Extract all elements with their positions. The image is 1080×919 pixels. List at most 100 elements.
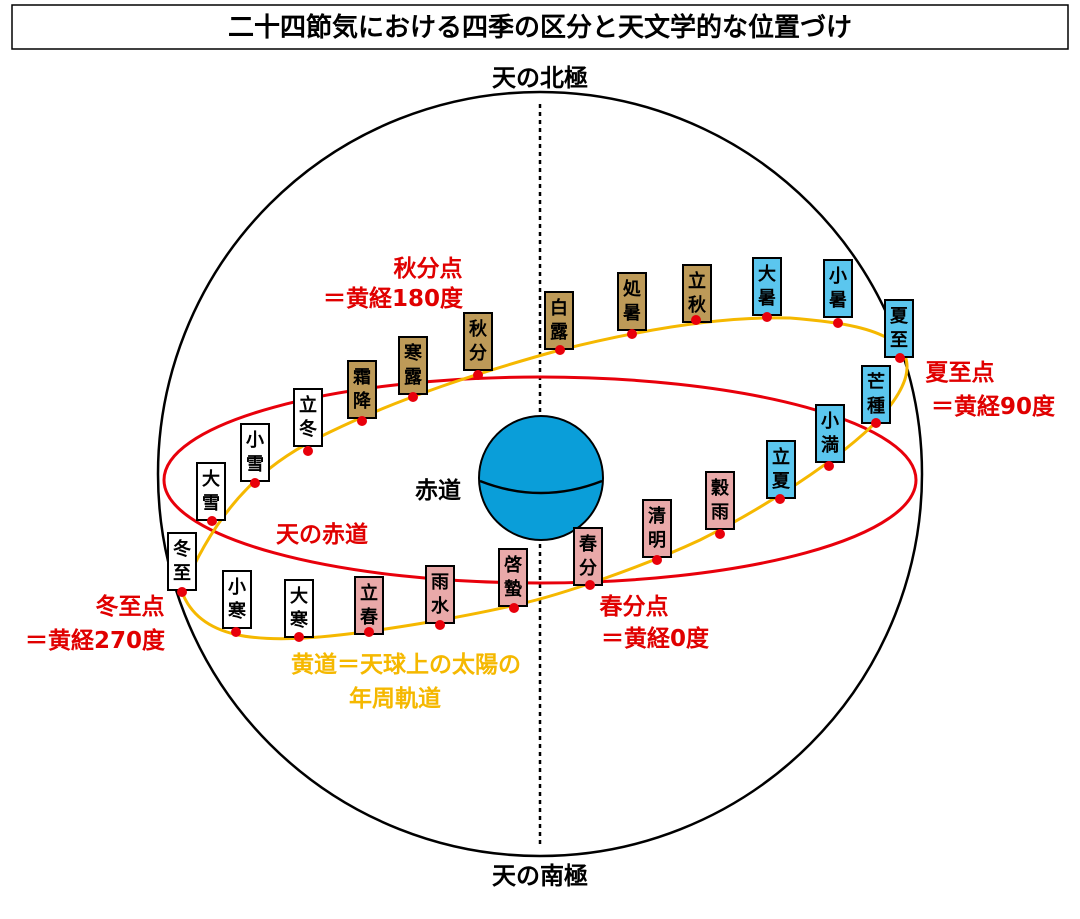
solar-term-point	[294, 632, 304, 642]
solar-term-char: 暑	[829, 290, 847, 311]
solar-term-point	[473, 370, 483, 380]
solar-term-point	[509, 603, 519, 613]
solar-term-point	[715, 529, 725, 539]
solar-term-char: 小	[829, 266, 847, 287]
solar-term-box	[284, 579, 314, 638]
autumn-equinox-label-2: ＝黄経180度	[323, 285, 464, 312]
solar-term-char: 大	[202, 468, 220, 490]
solar-term-char: 立	[299, 394, 317, 416]
solar-term-char: 白	[550, 297, 568, 319]
solar-term-point	[824, 461, 834, 471]
winter-solstice-label-1: 冬至点	[96, 593, 165, 620]
ecliptic-label-1: 黄道＝天球上の太陽の	[291, 651, 521, 678]
solar-term-char: 暑	[623, 303, 641, 324]
spring-equinox-label-1: 春分点	[599, 594, 669, 620]
solar-term-4: 立夏	[766, 440, 796, 504]
solar-term-10: 立秋	[682, 264, 712, 325]
ecliptic-label-2: 年周軌道	[349, 685, 441, 712]
solar-term-7: 夏至	[884, 299, 914, 363]
south-pole-label: 天の南極	[492, 862, 588, 890]
solar-term-9: 大暑	[752, 257, 782, 322]
solar-term-char: 霜	[352, 367, 371, 388]
solar-term-point	[895, 353, 905, 363]
solar-term-char: 満	[821, 434, 839, 456]
solar-term-box	[642, 499, 672, 558]
earth-equator-label: 赤道	[415, 477, 461, 504]
solar-term-point	[833, 318, 843, 328]
solar-term-23: 雨水	[425, 565, 455, 630]
solar-term-char: 至	[890, 330, 908, 351]
solar-term-point	[435, 620, 445, 630]
solar-term-char: 夏	[890, 306, 909, 327]
solar-term-point	[231, 627, 241, 637]
solar-term-box	[823, 259, 853, 318]
solar-term-1: 春分	[573, 527, 603, 590]
solar-term-char: 明	[648, 530, 666, 551]
solar-term-point	[691, 315, 701, 325]
summer-solstice-label-1: 夏至点	[926, 360, 995, 386]
solar-term-char: 冬	[299, 418, 317, 440]
earth-globe	[478, 415, 604, 541]
solar-term-char: 寒	[227, 600, 247, 622]
solar-term-char: 芒	[867, 371, 885, 393]
solar-term-char: 寒	[289, 609, 309, 631]
ecliptic-path	[180, 316, 909, 641]
solar-term-char: 小	[228, 577, 246, 598]
solar-term-char: 小	[821, 411, 839, 432]
solar-term-char: 露	[550, 322, 569, 343]
solar-term-8: 小暑	[823, 259, 853, 328]
solar-term-point	[207, 516, 217, 526]
solar-term-20: 小寒	[222, 570, 252, 637]
solar-term-17: 小雪	[240, 423, 270, 488]
solar-term-16: 立冬	[293, 388, 323, 456]
solar-term-char: 冬	[173, 538, 191, 560]
celestial-equator-label: 天の赤道	[276, 521, 368, 548]
solar-term-point	[177, 587, 187, 597]
north-pole-label: 天の北極	[492, 64, 588, 92]
solar-term-point	[408, 392, 418, 402]
solar-term-char: 分	[469, 343, 487, 364]
solar-term-char: 夏	[772, 471, 791, 492]
solar-term-2: 清明	[642, 499, 672, 565]
solar-term-18: 大雪	[196, 462, 226, 526]
solar-term-box	[705, 471, 735, 530]
solar-term-13: 秋分	[463, 312, 493, 380]
solar-term-22: 立春	[354, 576, 384, 637]
solar-term-box	[425, 565, 455, 624]
solar-term-char: 蟄	[504, 578, 522, 600]
solar-term-point	[871, 418, 881, 428]
solar-term-box	[463, 312, 493, 371]
solar-term-char: 大	[290, 585, 308, 607]
solar-term-14: 寒露	[398, 336, 428, 402]
solar-term-19: 冬至	[167, 532, 197, 597]
winter-solstice-label-2: ＝黄経270度	[25, 627, 166, 654]
solar-term-char: 清	[648, 506, 666, 527]
solar-term-char: 処	[623, 278, 642, 300]
solar-terms-layer: 春分清明穀雨立夏小満芒種夏至小暑大暑立秋処暑白露秋分寒露霜降立冬小雪大雪冬至小寒…	[167, 257, 914, 642]
solar-term-21: 大寒	[284, 579, 314, 642]
solar-term-char: 分	[579, 558, 597, 579]
solar-term-char: 水	[431, 595, 450, 617]
celestial-sphere	[156, 90, 924, 858]
solar-term-char: 立	[772, 446, 790, 468]
title-box	[11, 4, 1069, 50]
solar-term-box	[240, 423, 270, 482]
solar-term-point	[555, 345, 565, 355]
solar-term-11: 処暑	[617, 272, 647, 339]
page-title: 二十四節気における四季の区分と天文学的な位置づけ	[228, 12, 852, 43]
solar-term-point	[585, 580, 595, 590]
solar-term-char: 春	[579, 533, 598, 555]
solar-term-char: 降	[353, 390, 372, 412]
summer-solstice-label-2: ＝黄経90度	[931, 393, 1056, 420]
solar-term-3: 穀雨	[705, 471, 735, 539]
solar-term-char: 種	[867, 395, 885, 417]
solar-term-box	[398, 336, 428, 395]
solar-term-char: 雪	[246, 454, 264, 475]
solar-term-box	[884, 299, 914, 358]
solar-term-point	[627, 329, 637, 339]
solar-term-box	[682, 264, 712, 323]
solar-term-char: 雨	[431, 572, 449, 593]
solar-term-char: 大	[758, 263, 776, 285]
solar-term-char: 立	[360, 582, 378, 604]
